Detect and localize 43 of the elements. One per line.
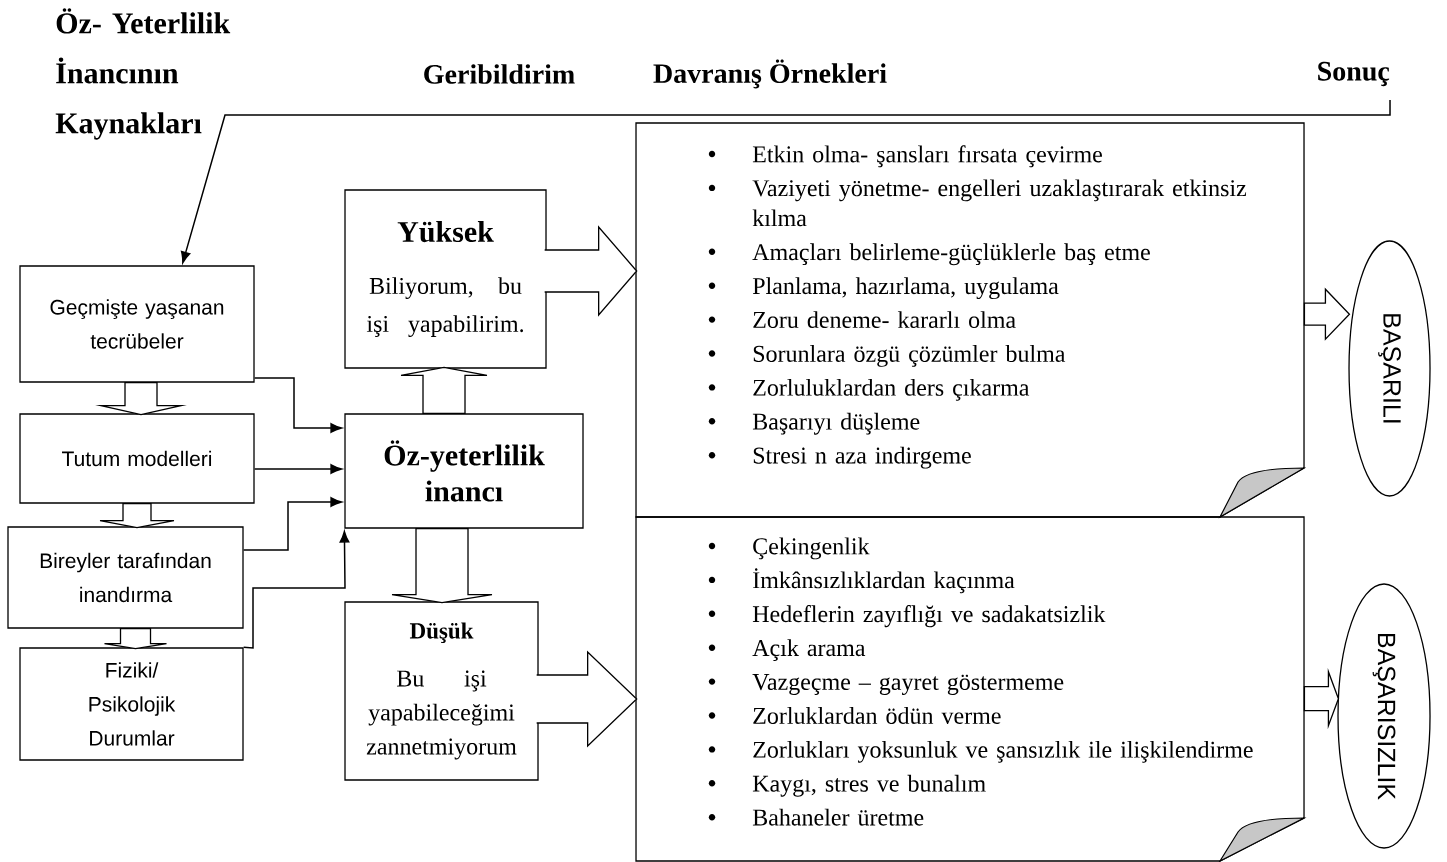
list-item: Çekingenlik (708, 537, 870, 560)
arrow (253, 464, 343, 474)
column-heading: Davranış Örnekleri (653, 59, 887, 89)
block-arrow (103, 628, 168, 650)
list-item: Zorlukları yoksunluk ve şansızlık ile ilişkilendirme (708, 740, 1253, 763)
source-box: Geçmişte yaşanan tecrübeler (19, 265, 255, 383)
arrow (242, 530, 350, 649)
list-item: Stresi n aza indirgeme (708, 446, 971, 469)
source-box: Tutum modelleri (19, 413, 255, 504)
block-arrow (400, 366, 488, 414)
list-item: Amaçları belirleme-güçlüklerle baş etme (708, 243, 1150, 266)
block-arrow (391, 528, 493, 604)
list-item: Hedeflerin zayıflığı ve sadakatsizlik (708, 605, 1106, 628)
block-arrow (95, 382, 187, 416)
list-item: Başarıyı düşleme (708, 412, 920, 435)
block-arrow (1303, 668, 1340, 730)
list-item: Etkin olma- şansları fırsata çevirme (708, 145, 1102, 168)
block-arrow (99, 503, 175, 529)
level-box: Düşük Bu işi yapabileceğimi zannetmiyorum (344, 601, 539, 781)
list-item: İmkânsızlıklardan kaçınma (708, 568, 1015, 594)
list-item: Zorluklardan ödün verme (708, 707, 1001, 724)
list-item: Vaziyeti yönetme- engelleri uzaklaştırarak etkinsiz kılma (708, 179, 1247, 227)
block-arrow (1303, 287, 1351, 341)
block-arrow (536, 650, 638, 748)
block-arrow (544, 225, 638, 317)
list-item: Bahaneler üretme (708, 808, 924, 826)
column-heading: Geribildirim (424, 64, 575, 84)
list-item: Zoru deneme- kararlı olma (708, 311, 1016, 329)
arrow (242, 497, 343, 551)
arrow (253, 377, 343, 433)
source-box: Bireyler tarafından inandırma (7, 526, 244, 629)
list-item: Sorunlara özgü çözümler bulma (708, 345, 1066, 367)
arrow (180, 99, 1391, 264)
list-item: Zorluluklardan ders çıkarma (708, 378, 1030, 401)
belief-box: Öz-yeterlilik inancı (344, 413, 584, 529)
list-item: Açık arama (708, 639, 866, 661)
list-item: Planlama, hazırlama, uygulama (708, 277, 1059, 300)
level-box: Yüksek Biliyorum, bu işi yapabilirim. (344, 189, 547, 369)
list-item: Kaygı, stres ve bunalım (708, 774, 986, 797)
column-heading: Sonuç (1318, 61, 1390, 87)
list-item: Vazgeçme – gayret göstermeme (708, 674, 1064, 695)
section-heading: Öz- Yeterlilik İnancının Kaynakları (55, 8, 231, 140)
source-box: Fiziki/ Psikolojik Durumlar (19, 647, 244, 761)
